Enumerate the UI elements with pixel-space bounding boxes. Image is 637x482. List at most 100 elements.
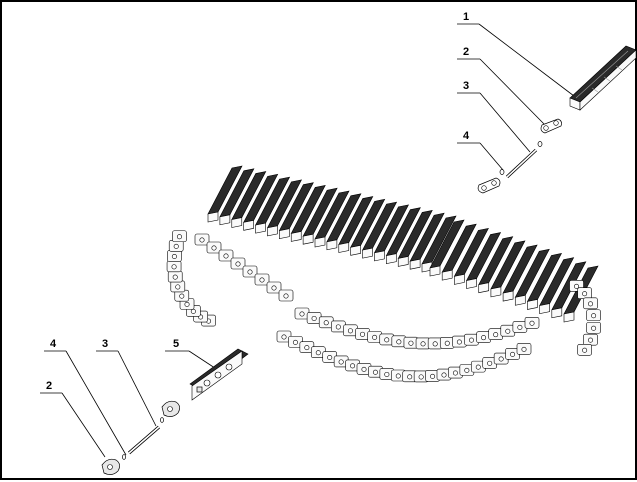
shoe-hole [582, 291, 588, 297]
track-pad-edge [386, 253, 397, 265]
shoe-hole [171, 253, 177, 259]
track-pad-edge [350, 244, 361, 256]
bottom-run [276, 330, 532, 383]
part-clip-upper-b [499, 169, 505, 175]
track-pad-edge [514, 294, 526, 306]
callout-1-leader [478, 23, 575, 97]
callout-2-lower: 2 [40, 380, 106, 458]
shoe-hole [395, 373, 401, 379]
track-pad-edge [314, 236, 326, 248]
track-pad-edge [267, 225, 278, 237]
track-pad-edge [255, 222, 266, 234]
part-link-pair-lower-a [161, 400, 180, 417]
shoe-hole [574, 283, 580, 289]
assembled-track-loop [166, 165, 601, 383]
callout-1: 1 [457, 11, 575, 97]
callout-1-label: 1 [463, 11, 469, 23]
track-pad-edge [409, 258, 421, 270]
part-pin-lower [127, 425, 161, 455]
callout-4-lower-label: 4 [50, 338, 57, 350]
shoe-hole [223, 253, 229, 259]
callout-4-upper: 4 [457, 130, 504, 171]
shoe-hole [588, 301, 594, 307]
track-pad-edge [397, 256, 409, 267]
part-clip-lower-a [160, 417, 164, 423]
callout-2-lower-leader [61, 392, 106, 458]
part-pin-upper [505, 148, 538, 179]
track-pad-edge [338, 242, 350, 253]
right-curve [569, 280, 601, 356]
shoe-hole [311, 315, 317, 321]
shoe-hole [179, 293, 185, 299]
shoe-hole [493, 332, 499, 338]
shoe-hole [384, 337, 390, 343]
track-pad-edge [527, 299, 538, 310]
shoe-hole [360, 331, 366, 337]
track-pad-edge [231, 217, 243, 228]
track-pad-edge [441, 269, 453, 281]
shoe-hole [591, 313, 597, 319]
track-pad-edge [539, 303, 550, 315]
shoe-hole [299, 311, 305, 317]
shoe-hole [591, 325, 597, 331]
track-pad-edge [326, 239, 338, 251]
track-pad-edge [219, 214, 231, 226]
shoe-hole [582, 347, 588, 353]
shoe-hole [190, 308, 196, 314]
shoe-hole [432, 341, 438, 347]
track-pad-edge [362, 247, 373, 259]
shoe-hole [418, 374, 424, 380]
shoe-hole [475, 364, 481, 370]
callout-4-upper-leader [479, 142, 504, 171]
shoe-hole [176, 234, 182, 240]
shoe-hole [173, 243, 179, 249]
part-link-pair-upper-b [477, 177, 501, 194]
left-inner-row [194, 233, 294, 302]
track-pad-edge [429, 265, 441, 277]
shoe-hole [335, 324, 341, 330]
callout-3-upper-leader [479, 92, 531, 153]
callout-2-upper: 2 [457, 46, 547, 127]
track-pad-edge [563, 311, 575, 323]
shoe-hole [517, 324, 523, 330]
shoe-hole [184, 301, 190, 307]
part-link-pair-upper [540, 118, 562, 134]
top-run-left [207, 165, 457, 273]
shoe-hole [259, 277, 265, 283]
track-pad-edge [490, 286, 502, 298]
shoe-hole [505, 328, 511, 334]
callout-4-lower-leader [65, 350, 127, 456]
shoe-hole [171, 264, 177, 270]
shoe-hole [323, 320, 329, 326]
shoe-hole [396, 339, 402, 345]
part-clip-lower-b [122, 454, 126, 460]
track-pad-edge [502, 290, 514, 302]
part-track-shoe [189, 348, 249, 401]
shoe-hole [420, 341, 426, 347]
callout-2-upper-label: 2 [463, 46, 469, 58]
shoe-hole [199, 237, 205, 243]
shoe-hole [468, 337, 474, 343]
shoe-hole [498, 356, 504, 362]
callout-4-lower: 4 [44, 338, 127, 456]
shoe-hole [588, 337, 594, 343]
track-pad-edge [279, 228, 290, 240]
shoe-hole [211, 245, 217, 251]
shoe-hole [327, 355, 333, 361]
track-pad-edge [374, 250, 385, 262]
top-run-right [429, 219, 599, 323]
track-pad-edge [454, 273, 465, 285]
shoe-hole [281, 334, 287, 340]
shoe-hole [304, 345, 310, 351]
shoe-hole [172, 274, 178, 280]
callout-5-label: 5 [173, 338, 179, 350]
shoe-hole [175, 284, 181, 290]
shoe-hole [235, 261, 241, 267]
shoe-hole [361, 366, 367, 372]
callout-2-lower-label: 2 [46, 380, 52, 392]
track-pad-edge [207, 211, 219, 223]
track-pad-edge [551, 307, 563, 319]
shoe-hole [292, 339, 298, 345]
